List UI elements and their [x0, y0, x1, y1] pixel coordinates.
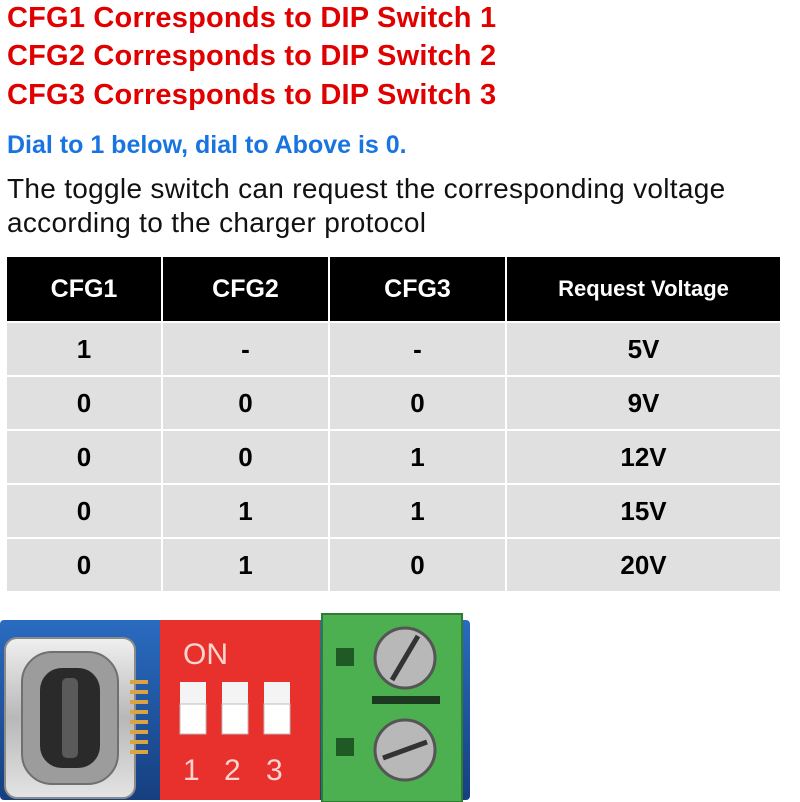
- cell-cfg3: 1: [330, 431, 505, 483]
- dip-number-3: 3: [266, 754, 283, 787]
- cell-cfg2: 0: [163, 431, 328, 483]
- table-row: 0 1 0 20V: [7, 539, 780, 591]
- cell-cfg2: 0: [163, 377, 328, 429]
- cfg1-mapping-text: CFG1 Corresponds to DIP Switch 1: [7, 2, 497, 34]
- header-request-voltage: Request Voltage: [507, 257, 780, 321]
- dip-toggle-3: [263, 682, 291, 735]
- cell-cfg1: 0: [7, 485, 161, 537]
- cell-cfg1: 0: [7, 377, 161, 429]
- header-cfg3: CFG3: [330, 257, 505, 321]
- cell-voltage: 5V: [507, 323, 780, 375]
- screw-terminal-block: [321, 613, 463, 802]
- dip-toggle-1: [179, 682, 207, 735]
- table-row: 0 0 0 9V: [7, 377, 780, 429]
- dip-toggle-2: [221, 682, 249, 735]
- usb-c-connector-icon: [4, 637, 148, 799]
- dial-note: Dial to 1 below, dial to Above is 0.: [7, 131, 407, 159]
- table-row: 0 0 1 12V: [7, 431, 780, 483]
- header-cfg1: CFG1: [7, 257, 161, 321]
- table-row: 1 - - 5V: [7, 323, 780, 375]
- screw-icon: [373, 626, 437, 690]
- cell-cfg3: 1: [330, 485, 505, 537]
- cell-voltage: 12V: [507, 431, 780, 483]
- cell-cfg2: 1: [163, 485, 328, 537]
- cell-cfg3: -: [330, 323, 505, 375]
- dip-on-label: ON: [183, 638, 228, 671]
- cfg3-mapping-text: CFG3 Corresponds to DIP Switch 3: [7, 79, 497, 111]
- voltage-table: CFG1 CFG2 CFG3 Request Voltage 1 - - 5V …: [5, 255, 782, 593]
- pd-trigger-board-image: ON 1 2 3: [0, 613, 470, 802]
- cell-cfg1: 1: [7, 323, 161, 375]
- table-header-row: CFG1 CFG2 CFG3 Request Voltage: [7, 257, 780, 321]
- header-cfg2: CFG2: [163, 257, 328, 321]
- cell-cfg1: 0: [7, 539, 161, 591]
- cell-cfg3: 0: [330, 539, 505, 591]
- cell-voltage: 9V: [507, 377, 780, 429]
- cell-voltage: 15V: [507, 485, 780, 537]
- cell-voltage: 20V: [507, 539, 780, 591]
- table-row: 0 1 1 15V: [7, 485, 780, 537]
- dip-number-2: 2: [224, 754, 241, 787]
- screw-icon: [373, 718, 437, 782]
- cfg2-mapping-text: CFG2 Corresponds to DIP Switch 2: [7, 40, 497, 72]
- description-text: The toggle switch can request the corres…: [7, 173, 726, 238]
- cell-cfg1: 0: [7, 431, 161, 483]
- cell-cfg2: 1: [163, 539, 328, 591]
- cell-cfg2: -: [163, 323, 328, 375]
- dip-number-1: 1: [183, 754, 200, 787]
- cell-cfg3: 0: [330, 377, 505, 429]
